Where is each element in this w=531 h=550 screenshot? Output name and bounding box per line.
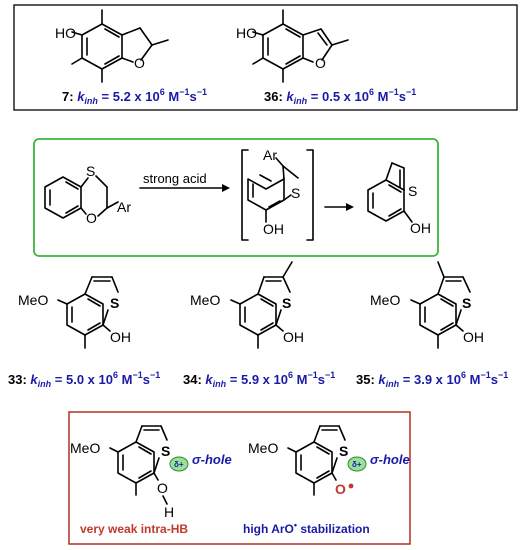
- reaction-box-frame: [33, 138, 439, 257]
- reagent-label: strong acid: [143, 171, 207, 186]
- right-meo-label: MeO: [248, 440, 278, 456]
- compound-7-structure: HO O: [55, 9, 169, 83]
- starting-material-structure: S O Ar: [44, 163, 131, 226]
- right-bracket: [306, 149, 314, 241]
- compound-7-o-label: O: [134, 55, 145, 71]
- sigma-hole-hb-structure: MeO S O H: [70, 425, 174, 520]
- sigma-hole-radical-structure: MeO S O: [248, 425, 354, 497]
- right-delta-label: δ+: [352, 460, 362, 469]
- compound-34-kinh-label: 34: kinh = 5.9 x 106 M−1s−1: [183, 370, 335, 389]
- intermediate-oh-label: OH: [263, 221, 284, 237]
- product-s-label: S: [408, 183, 417, 199]
- left-o-label: O: [157, 480, 168, 496]
- starting-material-s-label: S: [86, 163, 95, 179]
- top-box-frame: [13, 4, 518, 111]
- compound-33-s-label: S: [110, 295, 119, 311]
- starting-material-o-label: O: [86, 210, 97, 226]
- compound-33-meo-label: MeO: [18, 292, 48, 308]
- right-sigma-hole-label: σ-hole: [370, 452, 410, 467]
- strong-acid-arrow: strong acid: [139, 171, 230, 192]
- product-oh-label: OH: [410, 220, 431, 236]
- left-delta-label: δ+: [174, 460, 184, 469]
- right-o-label: O: [335, 481, 346, 497]
- left-h-label: H: [164, 504, 174, 520]
- compound-34-oh-label: OH: [283, 329, 304, 345]
- compound-35-kinh-label: 35: kinh = 3.9 x 106 M−1s−1: [356, 370, 508, 389]
- left-sigma-hole-lobe: δ+: [169, 456, 189, 472]
- compound-7-kinh-label: 7: kinh = 5.2 x 106 M−1s−1: [62, 87, 207, 106]
- compound-34-s-label: S: [282, 295, 291, 311]
- left-sigma-hole-label: σ-hole: [192, 452, 232, 467]
- left-s-label: S: [161, 443, 170, 459]
- right-s-label: S: [339, 443, 348, 459]
- compound-36-kinh-label: 36: kinh = 0.5 x 106 M−1s−1: [264, 87, 416, 106]
- right-sigma-hole-lobe: δ+: [347, 456, 367, 472]
- compound-33-kinh-label: 33: kinh = 5.0 x 106 M−1s−1: [8, 370, 160, 389]
- compound-33-oh-label: OH: [110, 329, 131, 345]
- compound-35-structure: MeO S OH: [370, 261, 484, 349]
- right-caption: high ArO• stabilization: [243, 520, 370, 536]
- compound-36-ho-label: HO: [236, 25, 257, 41]
- starting-material-ar-label: Ar: [117, 199, 131, 215]
- bottom-box-frame: [68, 411, 411, 545]
- compound-35-s-label: S: [462, 295, 471, 311]
- product-structure: S OH: [367, 162, 431, 236]
- compound-33-structure: MeO S OH: [18, 276, 131, 349]
- left-bracket: [241, 149, 249, 241]
- compound-36-structure: HO O: [236, 9, 349, 83]
- left-caption: very weak intra-HB: [80, 522, 188, 536]
- compound-34-structure: MeO S OH: [190, 261, 304, 349]
- compound-7-ho-label: HO: [55, 25, 76, 41]
- intermediate-ar-label: Ar: [263, 147, 277, 163]
- intermediate-s-label: S: [291, 185, 300, 201]
- compound-35-meo-label: MeO: [370, 292, 400, 308]
- intermediate-structure: Ar S OH: [247, 147, 300, 237]
- compound-34-meo-label: MeO: [190, 292, 220, 308]
- compound-36-o-label: O: [315, 55, 326, 71]
- compound-35-oh-label: OH: [463, 329, 484, 345]
- left-meo-label: MeO: [70, 440, 100, 456]
- reaction-arrow-2: [324, 203, 354, 211]
- radical-dot: [348, 483, 354, 489]
